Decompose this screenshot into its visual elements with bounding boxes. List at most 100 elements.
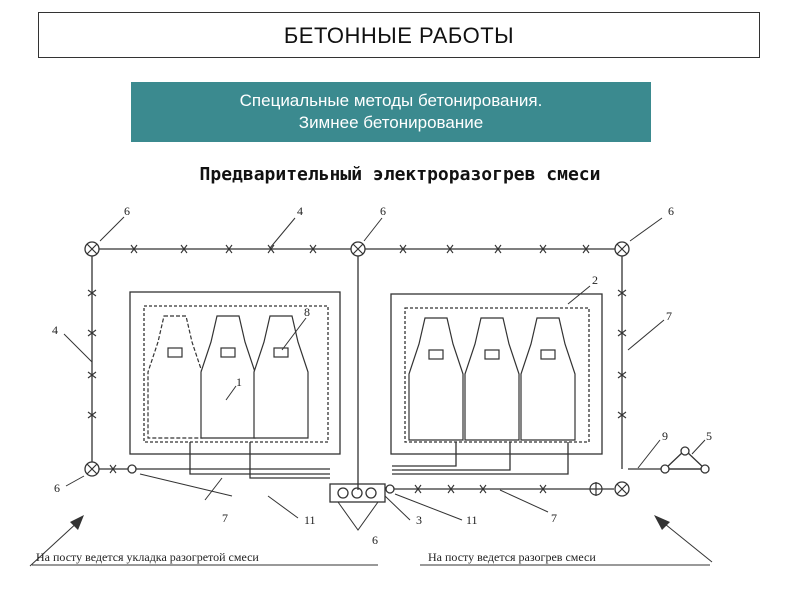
leader-line: [99, 216, 125, 242]
section-line-1: Специальные методы бетонирования.: [239, 91, 543, 110]
label-6: 6: [380, 204, 386, 218]
post-right-frame: [390, 293, 603, 455]
lamp-cross: [86, 463, 98, 475]
arrow-head-icon: [70, 515, 84, 530]
label-3: 3: [416, 513, 422, 527]
leader-line: [204, 477, 223, 501]
leader-line: [65, 475, 85, 487]
arrow-line: [29, 519, 81, 567]
leader-line: [627, 319, 665, 351]
connector-icon: [385, 484, 395, 494]
bucket-window: [428, 349, 444, 360]
cable-mark: [225, 244, 233, 254]
lamp-cross: [86, 243, 98, 255]
label-4: 4: [297, 204, 303, 218]
lamp-cross: [352, 243, 364, 255]
transformer-node: [700, 464, 710, 474]
label-5: 5: [706, 429, 712, 443]
switch-icon: [351, 487, 363, 499]
leader-line: [225, 385, 237, 401]
label-6: 6: [668, 204, 674, 218]
cable-mark: [447, 484, 455, 494]
cable-mark: [399, 244, 407, 254]
wire-right-2: [392, 442, 511, 471]
cable-mark: [87, 329, 97, 337]
cable-mark: [87, 371, 97, 379]
label-11: 11: [466, 513, 478, 527]
leader-line: [499, 489, 549, 513]
page-title: БЕТОННЫЕ РАБОТЫ: [283, 23, 515, 48]
leader-line: [337, 501, 379, 531]
transformer-icon: [663, 449, 707, 470]
caption-left: На посту ведется укладка разогретой смес…: [36, 550, 259, 564]
leader-line: [691, 439, 706, 455]
label-2: 2: [592, 273, 598, 287]
cable-mark: [446, 244, 454, 254]
leader-line: [637, 439, 661, 469]
bucket-icon: [253, 315, 309, 439]
leader-line: [139, 473, 233, 497]
cable-mark: [539, 244, 547, 254]
bucket-icon: [200, 315, 256, 439]
bucket-icon: [464, 317, 520, 441]
cable-mark: [130, 244, 138, 254]
leader-line: [267, 495, 299, 519]
label-1: 1: [236, 375, 242, 389]
post-right-inner: [404, 307, 590, 443]
leader-line: [269, 217, 296, 249]
cable-mark: [479, 484, 487, 494]
label-4: 4: [52, 323, 58, 337]
cable-mark: [494, 244, 502, 254]
switch-icon: [337, 487, 349, 499]
label-6: 6: [372, 533, 378, 547]
wire-left-1: [189, 442, 330, 475]
leader-line: [567, 285, 591, 305]
caption-right: На посту ведется разогрев смеси: [428, 550, 596, 564]
label-7: 7: [666, 309, 672, 323]
label-11: 11: [304, 513, 316, 527]
label-6: 6: [54, 481, 60, 495]
cable-mark: [309, 244, 317, 254]
leader-line: [384, 495, 411, 521]
label-7: 7: [551, 511, 557, 525]
lamp-cross: [616, 483, 628, 495]
control-panel: [329, 483, 386, 503]
fuse-icon: [589, 482, 603, 496]
bucket-icon: [408, 317, 464, 441]
bucket-window: [167, 347, 183, 358]
cable-mark: [539, 484, 547, 494]
label-9: 9: [662, 429, 668, 443]
leader-line: [281, 317, 307, 351]
wire-right-3: [392, 442, 569, 475]
cable-mark: [109, 464, 117, 474]
cable-mark: [180, 244, 188, 254]
cable-mark: [617, 371, 627, 379]
switch-icon: [365, 487, 377, 499]
post-left-inner: [143, 305, 329, 443]
transformer-node: [660, 464, 670, 474]
leader-line: [363, 217, 383, 242]
post-left-frame: [129, 291, 341, 455]
cable-mark: [87, 289, 97, 297]
label-8: 8: [304, 305, 310, 319]
cable-mark: [414, 484, 422, 494]
bucket-window: [484, 349, 500, 360]
header-title-box: БЕТОННЫЕ РАБОТЫ: [38, 12, 760, 58]
cable-mark: [87, 411, 97, 419]
label-7: 7: [222, 511, 228, 525]
cable-mark: [582, 244, 590, 254]
wire-left-2: [249, 442, 330, 479]
section-line-2: Зимнее бетонирование: [298, 113, 484, 132]
cable-mark: [617, 411, 627, 419]
cable-mark: [267, 244, 275, 254]
arrow-head-icon: [654, 515, 670, 530]
lamp-cross: [616, 243, 628, 255]
bucket-window: [273, 347, 289, 358]
leader-line: [629, 217, 663, 242]
leader-line: [394, 493, 463, 521]
connector-icon: [127, 464, 137, 474]
diagram-title: Предварительный электроразогрев смеси: [199, 164, 601, 185]
leader-line: [63, 333, 93, 363]
arrow-line: [659, 519, 713, 563]
